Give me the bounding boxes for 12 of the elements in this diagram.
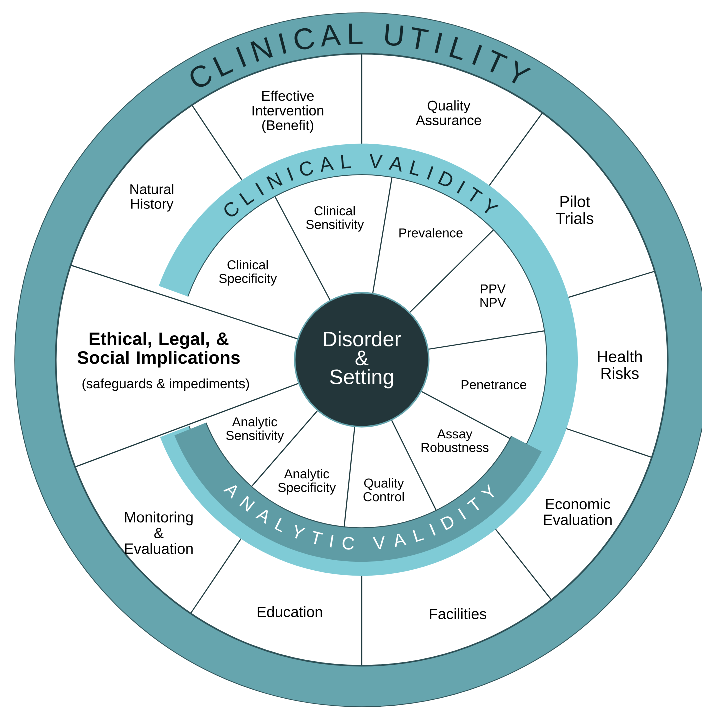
segment-label: Clinical Sensitivity [306,206,364,232]
segment-label: Quality Assurance [416,100,482,126]
segment-label: Prevalence [400,228,463,238]
segment-label: Penetrance [462,380,527,390]
segment-label: Health Risks [598,350,642,380]
segment-label: Analytic Specificity [278,469,336,495]
segment-label: PPV NPV [480,284,506,308]
segment-label: Assay Robustness [422,430,489,452]
segment-label: Clinical Specificity [219,260,278,286]
segment-label: Quality Control [364,478,404,502]
segment-label: Facilities [430,608,486,620]
segment-label: Education [258,606,322,618]
